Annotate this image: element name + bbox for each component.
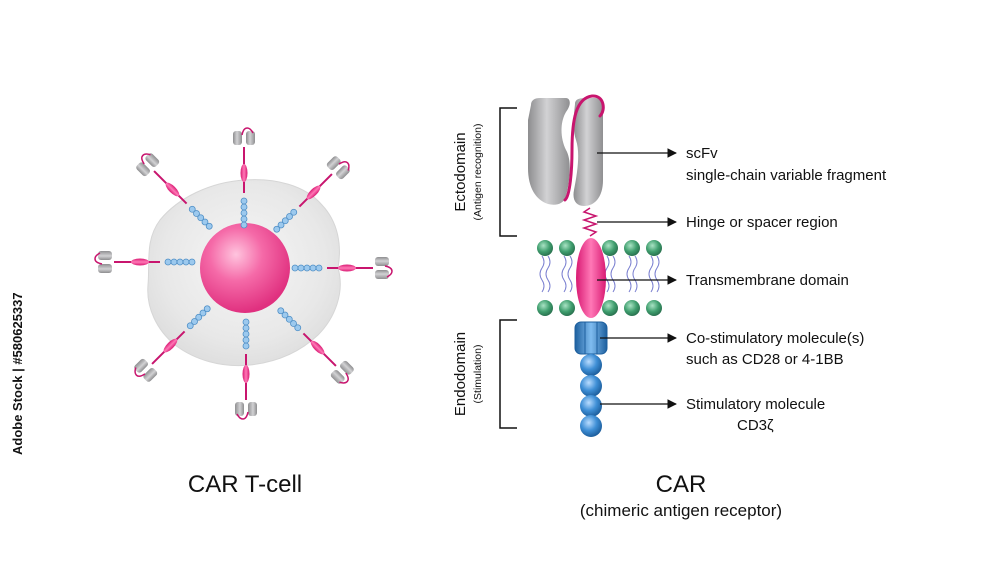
ectodomain-subtitle: (Antigen recognition)	[472, 124, 484, 221]
cell-membrane	[537, 240, 662, 316]
scfv-linker	[563, 94, 605, 202]
hinge-region	[581, 207, 599, 237]
car-title: CAR	[656, 471, 707, 498]
endodomain-subtitle: (Stimulation)	[472, 345, 484, 404]
endodomain-bracket	[499, 319, 517, 429]
costim-label-line2: such as CD28 or 4-1BB	[686, 351, 844, 368]
scfv-title: scFv	[686, 145, 718, 162]
hinge-label: Hinge or spacer region	[686, 214, 838, 231]
stim-label-line2: CD3ζ	[737, 417, 774, 434]
car-structure: Ectodomain (Antigen recognition) Endodom…	[452, 94, 887, 520]
watermark-text: Adobe Stock | #580625337	[10, 292, 25, 455]
watermark: Adobe Stock | #580625337	[10, 292, 25, 455]
cd3-zeta-chain	[580, 354, 602, 437]
transmembrane-label: Transmembrane domain	[686, 272, 849, 289]
endodomain-title: Endodomain	[452, 332, 469, 416]
transmembrane-domain	[576, 238, 606, 318]
ectodomain-title: Ectodomain	[452, 132, 469, 211]
nucleus	[200, 223, 290, 313]
car-t-cell-title: CAR T-cell	[188, 471, 302, 498]
car-subtitle: (chimeric antigen receptor)	[580, 501, 782, 520]
stim-label-line1: Stimulatory molecule	[686, 396, 825, 413]
car-t-cell-illustration: CAR T-cell	[94, 127, 393, 498]
costim-label-line1: Co-stimulatory molecule(s)	[686, 330, 864, 347]
ectodomain-bracket	[499, 107, 517, 237]
scfv-domain	[528, 94, 605, 206]
scfv-description: single-chain variable fragment	[686, 167, 887, 184]
